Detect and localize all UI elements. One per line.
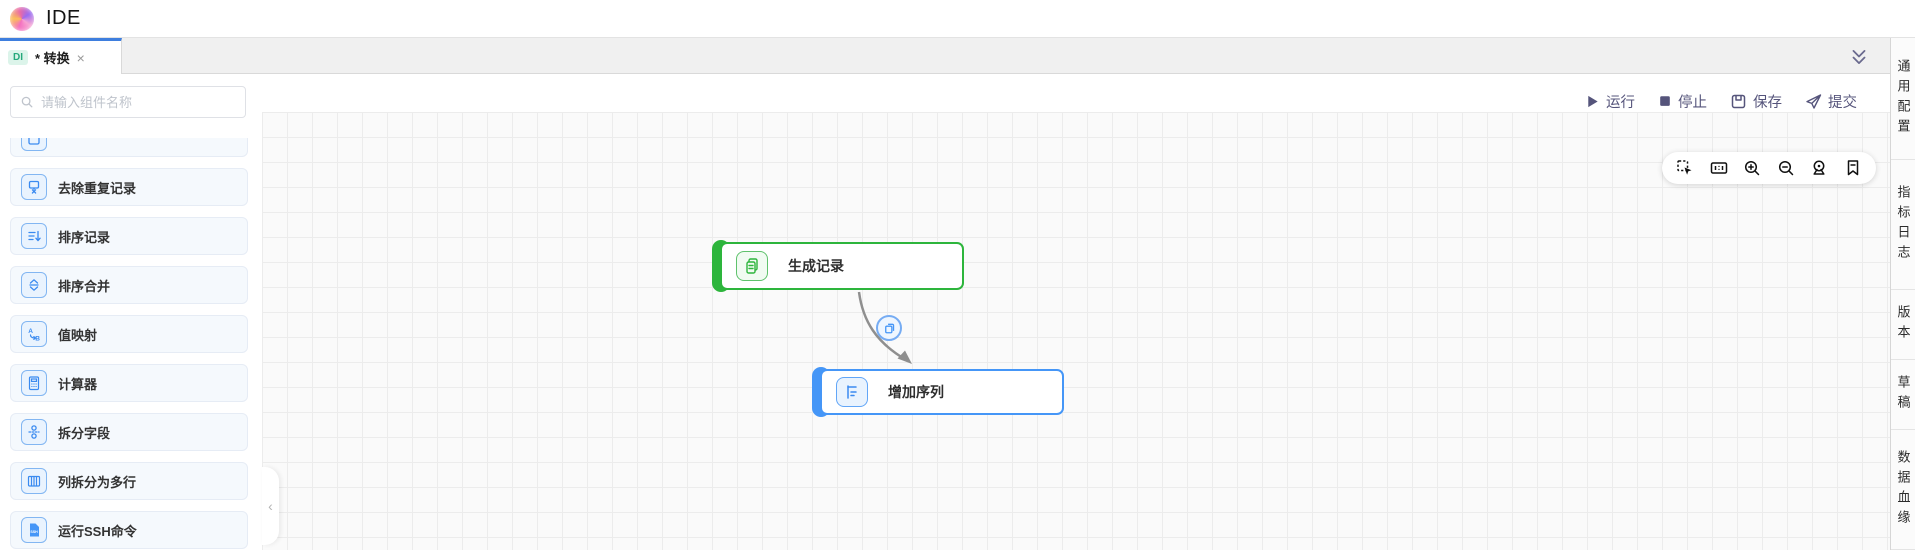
- list-item-split-field[interactable]: 拆分字段: [10, 413, 248, 451]
- right-rail: 通用配置 指标日志 版本 草稿 数据血缘: [1890, 38, 1915, 550]
- list-item-deduplicate[interactable]: 去除重复记录: [10, 168, 248, 206]
- list-item-label: 去除重复记录: [58, 180, 137, 196]
- calculator-icon: [21, 370, 47, 396]
- run-label: 运行: [1606, 94, 1635, 111]
- stop-button[interactable]: 停止: [1658, 91, 1707, 112]
- connector-layer: [857, 291, 912, 364]
- app-logo-icon: [10, 6, 34, 31]
- stop-icon: [1660, 96, 1670, 106]
- list-item-label: 值映射: [58, 327, 98, 343]
- rail-item-draft[interactable]: 草稿: [1891, 360, 1915, 430]
- minimap-icon[interactable]: [1708, 157, 1730, 179]
- zoom-in-icon[interactable]: [1741, 157, 1763, 179]
- copy-icon: [884, 323, 894, 333]
- component-sidebar: 去除重复记录 排序记录 排序合并: [0, 75, 262, 550]
- list-item-column-split[interactable]: 列拆分为多行: [10, 462, 248, 500]
- sort-merge-icon: [21, 272, 47, 298]
- list-item-label: 运行SSH命令: [58, 523, 137, 539]
- split-field-icon: [21, 419, 47, 445]
- zoom-out-icon[interactable]: [1775, 157, 1797, 179]
- chevron-left-icon: ‹: [268, 498, 273, 514]
- component-icon: [21, 138, 47, 151]
- list-item-calculator[interactable]: 计算器: [10, 364, 248, 402]
- value-mapping-icon: A B: [21, 321, 47, 347]
- node-add-sequence[interactable]: 增加序列: [812, 367, 1064, 417]
- column-split-icon: [21, 468, 47, 494]
- list-item-label: 列拆分为多行: [58, 474, 137, 490]
- hop-copy-badge[interactable]: [876, 315, 902, 341]
- save-button[interactable]: 保存: [1730, 91, 1782, 112]
- play-icon: [1588, 95, 1598, 107]
- submit-label: 提交: [1828, 94, 1857, 111]
- run-button[interactable]: 运行: [1585, 91, 1635, 112]
- tab-bar: DI * 转换 ×: [0, 38, 1890, 74]
- svg-text:SSH: SSH: [30, 530, 38, 534]
- bookmark-icon[interactable]: [1842, 157, 1864, 179]
- app-title: IDE: [46, 7, 81, 29]
- ssh-command-icon: SSH: [21, 517, 47, 543]
- list-item-ssh-command[interactable]: SSH 运行SSH命令: [10, 511, 248, 549]
- tab-transform[interactable]: DI * 转换 ×: [0, 38, 122, 74]
- rail-item-metrics-log[interactable]: 指标日志: [1891, 160, 1915, 290]
- select-tool-icon[interactable]: [1674, 157, 1696, 179]
- node-label: 生成记录: [788, 258, 844, 274]
- tab-type-badge: DI: [8, 50, 28, 65]
- app-header: IDE: [0, 0, 1915, 38]
- list-item-label: 计算器: [58, 376, 98, 392]
- node-label: 增加序列: [888, 384, 944, 400]
- stop-label: 停止: [1678, 94, 1707, 111]
- deduplicate-icon: [21, 174, 47, 200]
- generate-records-icon: [736, 251, 768, 281]
- search-input[interactable]: [41, 94, 236, 110]
- list-item-label: 拆分字段: [58, 425, 111, 441]
- list-item-value-mapping[interactable]: A B 值映射: [10, 315, 248, 353]
- component-list: 去除重复记录 排序记录 排序合并: [0, 138, 262, 550]
- canvas-toolbar: [1662, 152, 1876, 184]
- list-item-sort-records[interactable]: 排序记录: [10, 217, 248, 255]
- save-label: 保存: [1753, 94, 1782, 111]
- list-item-sort-merge[interactable]: 排序合并: [10, 266, 248, 304]
- list-item-label: 排序记录: [58, 229, 111, 245]
- paper-plane-icon: [1806, 93, 1822, 109]
- component-search[interactable]: [10, 86, 246, 118]
- list-item-label: 排序合并: [58, 278, 111, 294]
- rail-item-general-config[interactable]: 通用配置: [1891, 38, 1915, 160]
- save-icon: [1731, 94, 1746, 108]
- double-chevron-down-icon[interactable]: [1848, 46, 1870, 68]
- sidebar-collapse-handle[interactable]: ‹: [262, 467, 279, 545]
- hop-arrowhead: [897, 350, 912, 364]
- flow-canvas[interactable]: 生成记录 增加序列: [262, 112, 1890, 550]
- rail-item-data-lineage[interactable]: 数据血缘: [1891, 430, 1915, 550]
- svg-text:A: A: [28, 328, 33, 335]
- list-item-partial[interactable]: [10, 138, 248, 157]
- tab-label: * 转换: [35, 51, 70, 66]
- add-sequence-icon: [836, 377, 868, 407]
- action-toolbar: 运行 停止 保存 提交: [1585, 86, 1857, 116]
- submit-button[interactable]: 提交: [1805, 91, 1857, 112]
- locate-icon[interactable]: [1808, 157, 1830, 179]
- search-icon: [21, 96, 33, 108]
- svg-text:B: B: [35, 336, 40, 342]
- sort-records-icon: [21, 223, 47, 249]
- rail-item-version[interactable]: 版本: [1891, 290, 1915, 360]
- node-generate-records[interactable]: 生成记录: [712, 240, 964, 292]
- tab-close-icon[interactable]: ×: [76, 49, 85, 66]
